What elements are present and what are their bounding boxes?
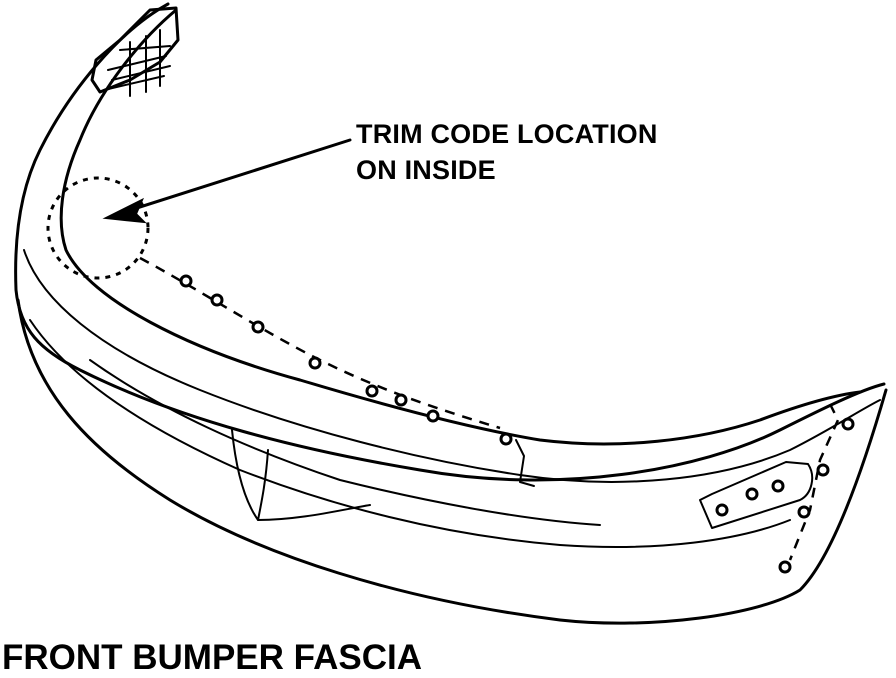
fascia-bottom-edge bbox=[16, 298, 888, 625]
left-bracket-ribs bbox=[103, 29, 171, 97]
left-bracket bbox=[90, 6, 180, 94]
trim-code-callout: TRIM CODE LOCATION ON INSIDE bbox=[356, 116, 658, 188]
callout-arrowhead bbox=[102, 197, 147, 224]
callout-line-1: TRIM CODE LOCATION bbox=[356, 119, 658, 149]
trim-code-location-circle bbox=[46, 176, 150, 280]
fascia-body-line bbox=[23, 249, 881, 483]
right-dash-line bbox=[788, 403, 840, 561]
right-tab bbox=[515, 439, 535, 487]
fastener-clips bbox=[179, 274, 855, 574]
fascia-lower-line bbox=[29, 319, 791, 549]
air-intake-notch bbox=[231, 429, 371, 521]
right-lamp-opening bbox=[699, 461, 814, 529]
fascia-inner-rim bbox=[59, 8, 862, 446]
fascia-chin-line bbox=[89, 359, 601, 526]
callout-leader-line bbox=[116, 138, 352, 216]
diagram-title: FRONT BUMPER FASCIA bbox=[2, 638, 422, 677]
fascia-top-edge bbox=[14, 2, 886, 482]
callout-line-2: ON INSIDE bbox=[356, 155, 496, 185]
